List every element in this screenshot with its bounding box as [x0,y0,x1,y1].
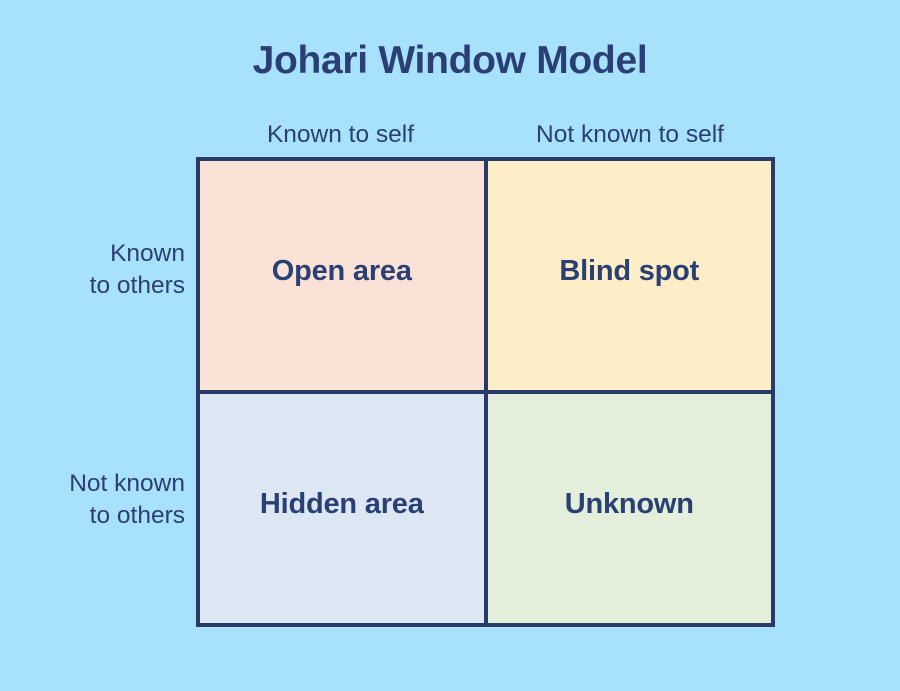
row-header-not-known-to-others-line2: to others [89,502,185,530]
row-header-not-known-to-others: Not known to others [0,468,185,533]
row-header-known-to-others-line2: to others [89,272,185,300]
column-header-known-to-self: Known to self [266,121,415,148]
row-header-known-to-others: Known to others [0,238,185,303]
quadrant-open-area: Open area [200,161,484,390]
row-header-known-to-others-line1: Known [110,240,185,267]
johari-grid: Open area Blind spot Hidden area Unknown [196,157,775,627]
quadrant-unknown-label: Unknown [564,488,694,520]
column-header-not-known-to-self: Not known to self [536,121,724,148]
quadrant-open-area-label: Open area [271,255,412,287]
quadrant-hidden-area: Hidden area [200,394,484,623]
quadrant-unknown: Unknown [487,394,771,623]
page-title: Johari Window Model [252,39,648,82]
quadrant-blind-spot-label: Blind spot [559,255,700,287]
quadrant-hidden-area-label: Hidden area [259,488,424,520]
quadrant-blind-spot: Blind spot [487,161,771,390]
row-header-not-known-to-others-line1: Not known [69,470,185,497]
